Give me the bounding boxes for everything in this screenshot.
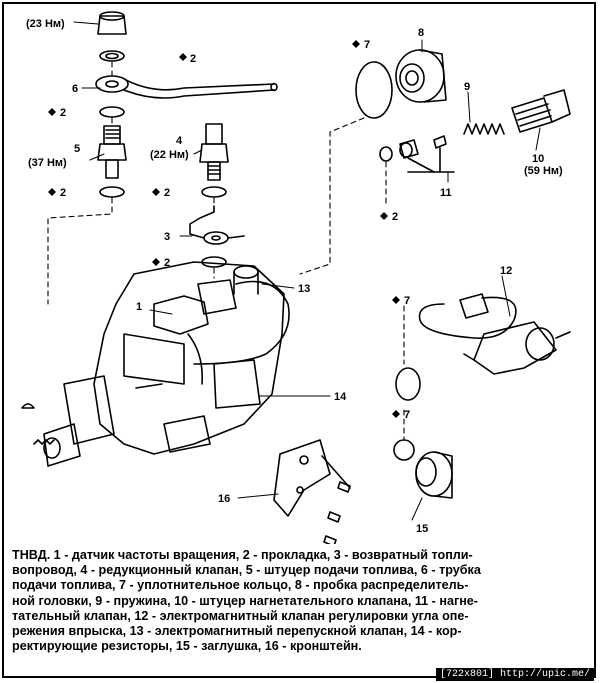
caption-line: ректирующие резисторы, 15 - заглушка, 16… bbox=[12, 639, 362, 654]
label-2b: 2 bbox=[60, 107, 66, 119]
label-7c: 7 bbox=[404, 409, 410, 421]
label-2f: 2 bbox=[392, 211, 398, 223]
o-ring-7c bbox=[393, 439, 415, 461]
reducing-valve-4 bbox=[199, 123, 229, 181]
gasket-2b bbox=[99, 106, 125, 118]
spring-9 bbox=[463, 123, 505, 135]
gasket-2d bbox=[201, 186, 227, 198]
label-11: 11 bbox=[440, 187, 452, 199]
caption-line: вопровод, 4 - редукционный клапан, 5 - ш… bbox=[12, 563, 481, 578]
label-6: 6 bbox=[72, 83, 78, 95]
caption-line: ной головки, 9 - пружина, 10 - штуцер на… bbox=[12, 593, 478, 608]
label-9: 9 bbox=[464, 81, 470, 93]
label-15: 15 bbox=[416, 523, 428, 535]
label-4: 4 bbox=[176, 135, 183, 147]
label-8: 8 bbox=[418, 27, 424, 39]
label-13: 13 bbox=[298, 283, 310, 295]
label-torque-23: (23 Нм) bbox=[26, 18, 65, 30]
label-2c: 2 bbox=[60, 187, 66, 199]
woodruff-key bbox=[21, 403, 35, 409]
label-torque-37: (37 Нм) bbox=[28, 157, 67, 169]
gasket-2f bbox=[379, 146, 393, 162]
figure-frame: (23 Нм) 2 6 2 5 (37 Нм) 2 4 (22 Нм) 2 3 … bbox=[2, 2, 596, 678]
bracket-16 bbox=[273, 439, 351, 517]
timing-solenoid-12 bbox=[418, 293, 571, 375]
label-torque-59: (59 Нм) bbox=[524, 165, 563, 177]
label-10: 10 bbox=[532, 153, 544, 165]
delivery-valve-11 bbox=[399, 135, 455, 173]
pump-body bbox=[33, 261, 290, 467]
delivery-union-10 bbox=[511, 89, 571, 133]
label-3: 3 bbox=[164, 231, 170, 243]
label-14: 14 bbox=[334, 391, 347, 403]
figure-caption: ТНВД. 1 - датчик частоты вращения, 2 - п… bbox=[12, 548, 588, 654]
label-2d: 2 bbox=[164, 187, 170, 199]
pump-exploded-diagram: (23 Нм) 2 6 2 5 (37 Нм) 2 4 (22 Нм) 2 3 … bbox=[21, 11, 571, 544]
gasket-2a bbox=[99, 50, 125, 62]
label-1: 1 bbox=[136, 301, 142, 313]
label-torque-22: (22 Нм) bbox=[150, 149, 189, 161]
caption-line: режения впрыска, 13 - электромагнитный п… bbox=[12, 624, 462, 639]
assembly-leaders bbox=[47, 61, 405, 441]
distributor-plug-8 bbox=[395, 49, 447, 103]
bracket-bolts bbox=[323, 481, 351, 544]
caption-line: ТНВД. 1 - датчик частоты вращения, 2 - п… bbox=[12, 548, 473, 562]
label-7b: 7 bbox=[404, 295, 410, 307]
caption-line: тательный клапан, 12 - электромагнитный … bbox=[12, 608, 469, 623]
label-2e: 2 bbox=[164, 257, 170, 269]
label-2a: 2 bbox=[190, 53, 196, 65]
watermark: [722x801] http://upic.me/ bbox=[435, 668, 594, 681]
label-16: 16 bbox=[218, 493, 230, 505]
union-5 bbox=[97, 125, 127, 179]
label-leaders bbox=[73, 21, 541, 521]
caption-line: подачи топлива, 7 - уплотнительное кольц… bbox=[12, 578, 469, 593]
o-ring-7a bbox=[355, 61, 393, 119]
blanking-plug-15 bbox=[415, 451, 453, 499]
label-12: 12 bbox=[500, 265, 512, 277]
return-pipe-3 bbox=[189, 205, 245, 245]
fuel-tube-6 bbox=[95, 75, 278, 99]
gasket-2c bbox=[99, 186, 125, 198]
label-7a: 7 bbox=[364, 39, 370, 51]
label-5: 5 bbox=[74, 143, 80, 155]
cap-nut bbox=[97, 11, 127, 35]
diamond-marker-icon bbox=[48, 40, 400, 418]
o-ring-7b bbox=[395, 367, 421, 401]
